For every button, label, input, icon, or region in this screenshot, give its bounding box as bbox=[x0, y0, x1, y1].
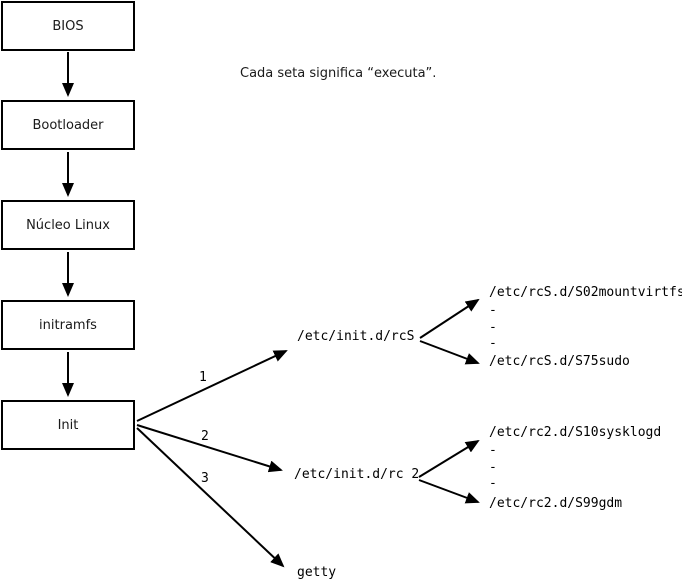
rcs-ellipsis-dash-1: - bbox=[489, 303, 497, 318]
arrow-rc2-to-s10 bbox=[418, 439, 480, 478]
rcs-ellipsis-dash-3: - bbox=[489, 336, 497, 351]
arrow-rcs-to-s75 bbox=[419, 340, 480, 365]
box-bios-label: BIOS bbox=[52, 18, 84, 34]
rc2-ellipsis-dash-2: - bbox=[489, 460, 497, 475]
branch-2-number: 2 bbox=[201, 429, 209, 444]
rc2-script-first: /etc/rc2.d/S10sysklogd bbox=[489, 425, 662, 440]
rc2-ellipsis-dash-1: - bbox=[489, 443, 497, 458]
arrow-rc2-to-s99 bbox=[418, 479, 480, 504]
rcs-script-first: /etc/rcS.d/S02mountvirtfs bbox=[489, 285, 682, 300]
box-nucleo-linux-label: Núcleo Linux bbox=[26, 217, 110, 233]
box-nucleo-linux: Núcleo Linux bbox=[1, 200, 135, 250]
arrow-init-to-rcs bbox=[136, 350, 288, 422]
rcs-script-last: /etc/rcS.d/S75sudo bbox=[489, 354, 630, 369]
arrow-init-to-rc2 bbox=[136, 424, 283, 473]
target-getty: getty bbox=[297, 565, 337, 580]
arrow-rcs-to-s02 bbox=[419, 298, 480, 339]
legend-note: Cada seta significa “executa”. bbox=[240, 66, 437, 81]
box-bios: BIOS bbox=[1, 1, 135, 51]
target-etc-init-d-rc2: /etc/init.d/rc 2 bbox=[294, 467, 420, 482]
arrow-init-to-getty bbox=[136, 427, 285, 568]
rcs-ellipsis-dash-2: - bbox=[489, 320, 497, 335]
branch-3-number: 3 bbox=[201, 471, 209, 486]
rc2-script-last: /etc/rc2.d/S99gdm bbox=[489, 496, 623, 511]
branch-1-number: 1 bbox=[199, 370, 207, 385]
rc2-ellipsis-dash-3: - bbox=[489, 476, 497, 491]
box-initramfs: initramfs bbox=[1, 300, 135, 350]
box-init: Init bbox=[1, 400, 135, 450]
target-etc-init-d-rcs: /etc/init.d/rcS bbox=[297, 329, 415, 344]
box-init-label: Init bbox=[57, 417, 79, 433]
box-initramfs-label: initramfs bbox=[39, 317, 97, 333]
box-bootloader: Bootloader bbox=[1, 100, 135, 150]
box-bootloader-label: Bootloader bbox=[32, 117, 104, 133]
